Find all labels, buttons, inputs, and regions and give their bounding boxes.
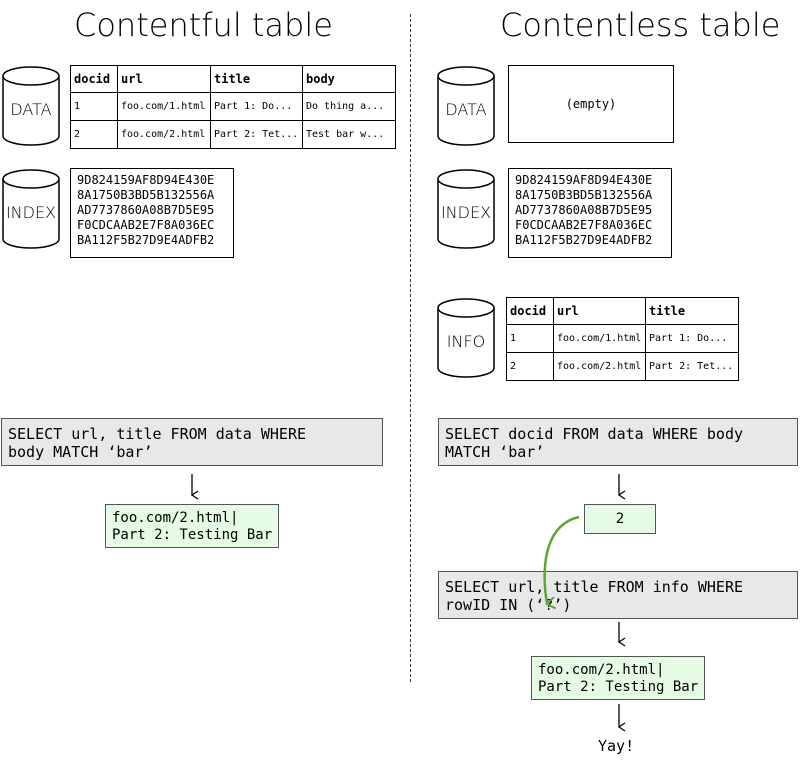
table-header: docid bbox=[506, 297, 554, 325]
hash-line: BA112F5B27D9E4ADFB2 bbox=[77, 233, 215, 247]
docid-result: 2 bbox=[615, 511, 625, 527]
contentless-title: Contentless table bbox=[500, 6, 781, 44]
yay-text: Yay! bbox=[598, 737, 635, 755]
table-cell: 1 bbox=[70, 92, 118, 121]
query-line: body MATCH ‘bar’ bbox=[8, 443, 153, 461]
hash-line: 8A1750B3BD5B132556A bbox=[515, 188, 653, 202]
index-cylinder-right: INDEX bbox=[437, 169, 495, 249]
table-cell: Test bar w... bbox=[302, 120, 396, 149]
query-line: MATCH ‘bar’ bbox=[445, 443, 545, 461]
query-line: SELECT url, title FROM data WHERE bbox=[8, 425, 307, 443]
cylinder-icon bbox=[437, 298, 495, 378]
empty-text: (empty) bbox=[565, 97, 617, 111]
table-cell: 2 bbox=[70, 120, 118, 149]
hash-line: AD7737860A08B7D5E95 bbox=[515, 203, 653, 217]
table-cell: Part 2: Tet... bbox=[645, 352, 739, 381]
empty-data-box: (empty) bbox=[508, 65, 674, 143]
info-cylinder: INFO bbox=[437, 298, 495, 378]
table-header: title bbox=[645, 297, 739, 325]
table-cell: Part 2: Tet... bbox=[210, 120, 303, 149]
hash-line: 9D824159AF8D94E430E bbox=[515, 173, 653, 187]
query-line: rowID IN (‘?’) bbox=[445, 596, 572, 614]
table-cell: foo.com/2.html bbox=[117, 120, 211, 149]
result-box-right: foo.com/2.html| Part 2: Testing Bar bbox=[531, 656, 705, 700]
table-cell: Part 1: Do... bbox=[645, 324, 739, 353]
hash-line: F0CDCAAB2E7F8A036EC bbox=[77, 218, 215, 232]
data-label-right: DATA bbox=[445, 100, 487, 119]
cylinder-icon bbox=[2, 66, 60, 146]
data-table-left: docid url title body 1 foo.com/1.html Pa… bbox=[70, 65, 396, 149]
contentful-title: Contentful table bbox=[74, 6, 333, 44]
result-line: foo.com/2.html| bbox=[538, 662, 665, 678]
table-row: 2 foo.com/2.html Part 2: Tet... Test bar… bbox=[70, 120, 396, 149]
result-line: Part 2: Testing Bar bbox=[538, 679, 699, 695]
data-label-left: DATA bbox=[10, 100, 52, 119]
docid-result-box: 2 bbox=[584, 504, 656, 534]
index-box-left: 9D824159AF8D94E430E 8A1750B3BD5B132556A … bbox=[70, 168, 234, 258]
index-cylinder-left: INDEX bbox=[2, 169, 60, 249]
table-row: 1 foo.com/1.html Part 1: Do... Do thing … bbox=[70, 92, 396, 121]
table-cell: 2 bbox=[506, 352, 554, 381]
table-header: title bbox=[210, 65, 303, 93]
hash-line: BA112F5B27D9E4ADFB2 bbox=[515, 233, 653, 247]
table-header: url bbox=[553, 297, 646, 325]
table-cell: foo.com/1.html bbox=[117, 92, 211, 121]
data-cylinder-right: DATA bbox=[437, 66, 495, 146]
table-header: body bbox=[302, 65, 396, 93]
cylinder-icon bbox=[437, 169, 495, 249]
table-row: 2 foo.com/2.html Part 2: Tet... bbox=[506, 352, 739, 381]
info-label: INFO bbox=[446, 332, 486, 351]
hash-line: F0CDCAAB2E7F8A036EC bbox=[515, 218, 653, 232]
info-table: docid url title 1 foo.com/1.html Part 1:… bbox=[506, 297, 739, 381]
index-box-right: 9D824159AF8D94E430E 8A1750B3BD5B132556A … bbox=[508, 168, 672, 258]
result-line: foo.com/2.html| bbox=[112, 510, 239, 526]
cylinder-icon bbox=[2, 169, 60, 249]
cylinder-icon bbox=[437, 66, 495, 146]
query-box-right-2: SELECT url, title FROM info WHERE rowID … bbox=[438, 571, 798, 619]
table-header: docid bbox=[70, 65, 118, 93]
query-box-left: SELECT url, title FROM data WHERE body M… bbox=[1, 418, 383, 466]
result-line: Part 2: Testing Bar bbox=[112, 527, 273, 543]
table-cell: foo.com/1.html bbox=[553, 324, 646, 353]
index-label-left: INDEX bbox=[5, 203, 57, 222]
table-cell: foo.com/2.html bbox=[553, 352, 646, 381]
table-cell: Part 1: Do... bbox=[210, 92, 303, 121]
data-cylinder-left: DATA bbox=[2, 66, 60, 146]
hash-line: 9D824159AF8D94E430E bbox=[77, 173, 215, 187]
query-line: SELECT docid FROM data WHERE body bbox=[445, 425, 744, 443]
index-label-right: INDEX bbox=[440, 203, 492, 222]
hash-line: 8A1750B3BD5B132556A bbox=[77, 188, 215, 202]
query-line: SELECT url, title FROM info WHERE bbox=[445, 578, 744, 596]
table-row: 1 foo.com/1.html Part 1: Do... bbox=[506, 324, 739, 353]
hash-line: AD7737860A08B7D5E95 bbox=[77, 203, 215, 217]
table-cell: Do thing a... bbox=[302, 92, 396, 121]
query-box-right-1: SELECT docid FROM data WHERE body MATCH … bbox=[438, 418, 798, 466]
result-box-left: foo.com/2.html| Part 2: Testing Bar bbox=[105, 504, 279, 548]
table-cell: 1 bbox=[506, 324, 554, 353]
divider-line bbox=[410, 14, 411, 682]
table-header: url bbox=[117, 65, 211, 93]
